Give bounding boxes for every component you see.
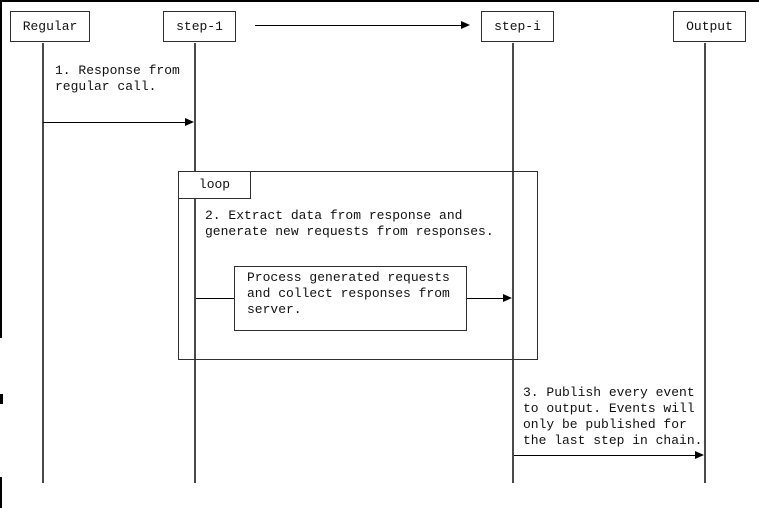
process-connector-line — [196, 298, 234, 299]
chain-arrowhead-icon — [461, 21, 470, 29]
process-arrow-line — [467, 298, 503, 299]
chain-arrow-line — [255, 25, 461, 26]
frame-border-top — [0, 0, 759, 2]
message-1-label: 1. Response from regular call. — [55, 63, 180, 94]
loop-fragment — [178, 171, 538, 360]
lifeline-output — [704, 43, 706, 483]
participant-step-i-label: step-i — [494, 18, 541, 34]
process-box: Process generated requests and collect r… — [234, 266, 467, 331]
participant-step-i: step-i — [481, 11, 554, 42]
lifeline-step-1 — [194, 43, 196, 483]
message-2-label: 2. Extract data from response and genera… — [205, 208, 494, 239]
message-3-label: 3. Publish every event to output. Events… — [523, 385, 703, 448]
process-arrowhead-icon — [503, 294, 512, 302]
frame-border-left-tick — [0, 394, 3, 404]
process-box-label: Process generated requests and collect r… — [247, 270, 450, 317]
participant-regular-label: Regular — [22, 18, 78, 34]
loop-fragment-label-box: loop — [178, 171, 251, 199]
participant-output-label: Output — [686, 18, 733, 34]
participant-step-1: step-1 — [163, 11, 236, 42]
lifeline-regular — [42, 43, 44, 483]
loop-fragment-label: loop — [198, 177, 231, 192]
lifeline-step-i — [512, 43, 514, 483]
participant-step-1-label: step-1 — [176, 18, 223, 34]
participant-output: Output — [673, 11, 746, 42]
message-3-arrow-line — [514, 455, 695, 456]
frame-border-left-lower — [0, 477, 2, 508]
message-1-arrowhead-icon — [185, 118, 194, 126]
message-1-arrow-line — [43, 122, 185, 123]
message-3-arrowhead-icon — [695, 451, 704, 459]
frame-border-left-upper — [0, 0, 2, 338]
participant-regular: Regular — [10, 11, 90, 42]
